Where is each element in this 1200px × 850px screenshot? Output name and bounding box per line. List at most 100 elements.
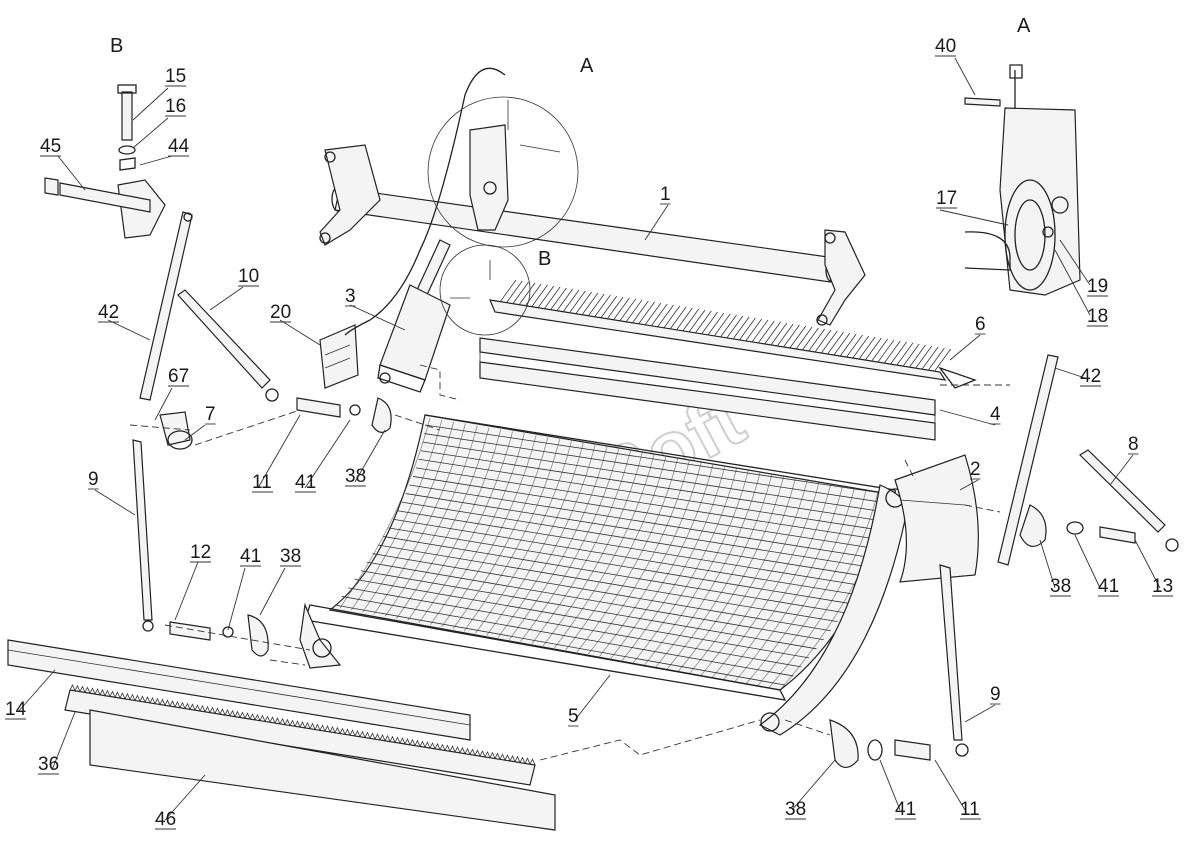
leader-line <box>1059 239 1091 286</box>
callout-number: 14 <box>5 699 27 720</box>
cross-beam <box>479 337 936 441</box>
leader-line <box>1054 249 1091 316</box>
leader-line <box>227 567 246 631</box>
callout-number: 10 <box>238 266 259 287</box>
leader-line <box>879 759 901 811</box>
callout-number: 38 <box>280 546 301 567</box>
callout-number: 19 <box>1087 276 1108 297</box>
actuator <box>377 239 451 393</box>
callouts: 1234567899101111121314151617181920363838… <box>5 36 1173 830</box>
leader-line <box>132 117 169 149</box>
callout-number: 42 <box>98 302 119 323</box>
callout-number: 7 <box>205 404 216 425</box>
leader-line <box>954 57 976 96</box>
leader-line <box>279 319 321 346</box>
callout-number: 41 <box>1098 576 1119 597</box>
leader-line <box>1134 539 1161 589</box>
callout-number: 20 <box>270 302 291 323</box>
callout-number: 44 <box>168 136 190 157</box>
right-linkage <box>829 354 1179 769</box>
leader-line <box>1039 539 1056 589</box>
main-shaft <box>319 144 866 326</box>
leader-line <box>164 774 206 821</box>
leader-line <box>939 209 1009 226</box>
leader-line <box>1054 367 1086 379</box>
callout-number: 41 <box>295 472 316 493</box>
callout-number: 4 <box>990 404 1001 425</box>
callout-number: 38 <box>1050 576 1071 597</box>
leader-line <box>349 304 406 331</box>
callout-number: 6 <box>975 314 986 335</box>
callout-number: 16 <box>165 96 186 117</box>
leader-line <box>257 414 301 489</box>
leader-line <box>1074 534 1101 589</box>
leader-line <box>17 669 56 713</box>
left-linkage <box>132 211 392 657</box>
callout-number: 17 <box>936 188 957 209</box>
sensor-assembly <box>964 64 1081 296</box>
leader-line <box>964 704 996 723</box>
callout-number: 45 <box>40 136 61 157</box>
detail-a-circle <box>427 96 579 248</box>
callout-number: 36 <box>38 754 59 775</box>
leader-line <box>139 155 173 166</box>
detail-label-a: A <box>580 55 594 77</box>
leader-line <box>154 387 173 421</box>
bracket <box>319 324 359 389</box>
callout-number: 8 <box>1128 434 1139 455</box>
callout-number: 3 <box>345 286 356 307</box>
leader-line <box>132 87 169 121</box>
leader-lines <box>17 57 1161 821</box>
center-lines <box>129 364 1010 761</box>
callout-number: 46 <box>155 809 176 830</box>
concave-grate <box>299 414 908 736</box>
callout-number: 9 <box>88 469 99 490</box>
leader-line <box>184 424 206 441</box>
finger-grate <box>489 279 977 389</box>
callout-number: 5 <box>568 706 579 727</box>
leader-line <box>57 155 86 191</box>
leader-line <box>209 286 244 311</box>
callout-number: 2 <box>970 459 981 480</box>
leader-line <box>259 567 286 616</box>
callout-number: 67 <box>168 366 189 387</box>
callout-number: 9 <box>990 684 1001 705</box>
callout-number: 18 <box>1087 306 1108 327</box>
callout-number: 12 <box>190 542 211 563</box>
leader-line <box>354 429 386 483</box>
callout-number: 1 <box>660 184 671 205</box>
leader-line <box>959 479 979 491</box>
callout-number: 40 <box>935 36 956 57</box>
leader-line <box>939 409 996 426</box>
view-label-a: A <box>1017 15 1031 37</box>
detail-label-b: B <box>538 248 551 270</box>
callout-number: 41 <box>895 799 916 820</box>
view-label-b: B <box>110 35 123 57</box>
callout-number: 13 <box>1152 576 1173 597</box>
leader-line <box>94 489 136 516</box>
leader-line <box>791 759 836 811</box>
leader-line <box>574 674 611 721</box>
callout-number: 11 <box>252 472 272 493</box>
callout-number: 41 <box>240 546 261 567</box>
side-panel <box>894 454 979 583</box>
leader-line <box>644 204 669 241</box>
leader-line <box>304 419 351 489</box>
callout-number: 11 <box>960 799 980 820</box>
callout-number: 42 <box>1080 366 1101 387</box>
detail-b-circle <box>439 244 531 336</box>
callout-number: 38 <box>345 466 366 487</box>
leader-line <box>51 711 76 771</box>
leader-line <box>107 319 151 341</box>
leader-line <box>934 759 966 811</box>
callout-number: 38 <box>785 799 806 820</box>
callout-number: 15 <box>165 66 186 87</box>
leader-line <box>949 334 981 361</box>
leader-line <box>1109 454 1134 486</box>
pivot-block <box>44 84 166 239</box>
bottom-rails <box>7 639 556 831</box>
control-cable <box>344 67 506 336</box>
leader-line <box>174 561 199 621</box>
